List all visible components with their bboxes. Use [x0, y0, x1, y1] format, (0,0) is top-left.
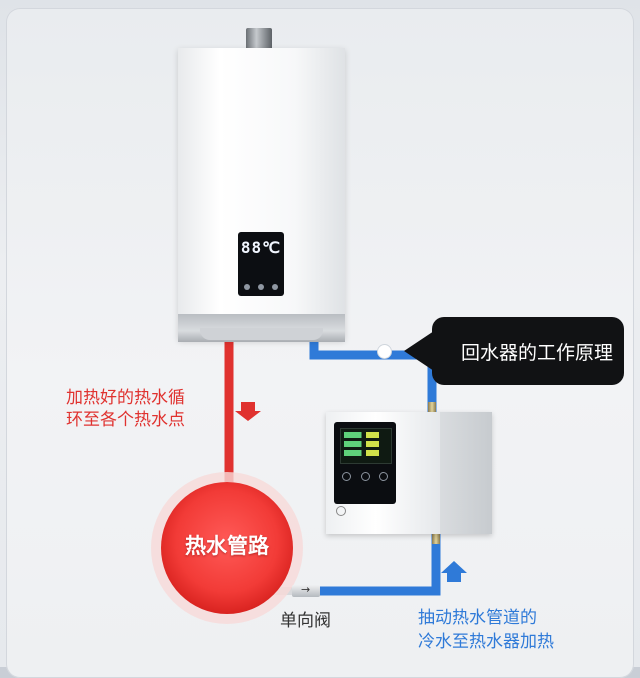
pump-top-fitting: [428, 402, 436, 414]
down-arrow-icon: [235, 402, 261, 421]
flue-pipe: [246, 28, 272, 50]
water-heater-display-panel: 88℃: [238, 232, 284, 296]
pump-description-line-1: 抽动热水管道的: [418, 608, 537, 628]
cold-pipe-bottom: [320, 534, 441, 596]
hot-water-circulation-line-2: 环至各个热水点: [66, 410, 185, 430]
pump-bottom-fitting: [432, 532, 440, 544]
hot-water-circulation-line-1: 加热好的热水循: [66, 388, 185, 408]
callout-title: 回水器的工作原理: [432, 317, 624, 385]
callout-tip: [404, 331, 434, 371]
circulation-pump-side: [440, 412, 492, 534]
hot-water-pipe-label: 热水管路: [185, 534, 269, 558]
valve-arrow-icon: →: [301, 583, 311, 596]
callout-pointer-dot: [377, 344, 392, 359]
cold-pipe-top: [309, 340, 437, 412]
pump-buttons: [342, 472, 388, 481]
water-heater: [178, 48, 345, 340]
up-arrow-icon: [441, 561, 467, 582]
hot-water-pipe-circle: [161, 482, 293, 614]
hot-water-circulation-text: 加热好的热水循 环至各个热水点: [66, 387, 236, 431]
water-heater-buttons: [244, 284, 278, 290]
check-valve: →: [292, 583, 320, 597]
pump-screen: [340, 428, 392, 464]
pump-description-text: 抽动热水管道的 冷水至热水器加热: [418, 606, 628, 654]
pump-description-line-2: 冷水至热水器加热: [418, 632, 554, 652]
water-heater-display: 88℃: [240, 238, 282, 257]
water-heater-lip: [200, 328, 323, 340]
pump-control-panel: [334, 422, 396, 504]
check-valve-label: 单向阀: [280, 611, 331, 631]
pump-logo: [336, 506, 346, 516]
